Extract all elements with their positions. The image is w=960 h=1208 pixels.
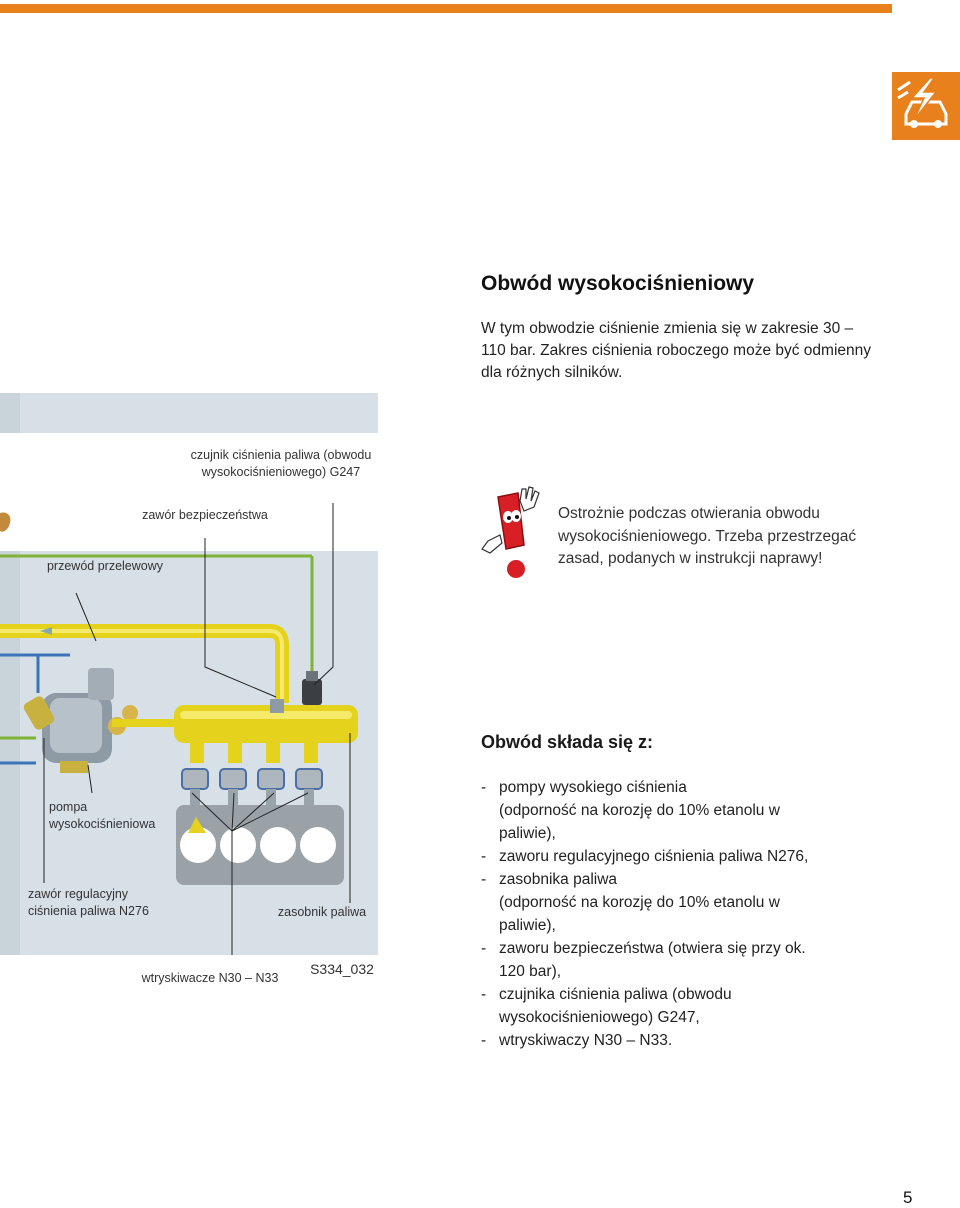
label-fuel-rail: zasobnik paliwa [277, 905, 367, 919]
label-regulating-valve: zawór regulacyjny ciśnienia paliwa N276 [28, 887, 149, 918]
list-item: - zaworu regulacyjnego ciśnienia paliwa … [481, 848, 809, 865]
list-item: - pompy wysokiego ciśnienia (odporność n… [481, 779, 780, 842]
list-item: - zaworu bezpieczeństwa (otwiera się prz… [481, 940, 806, 980]
intro-paragraph: W tym obwodzie ciśnienie zmienia się w z… [481, 320, 872, 381]
list-item: - czujnika ciśnienia paliwa (obwodu wyso… [481, 986, 732, 1026]
warning-hand-icon [472, 483, 552, 583]
warning-text: Ostrożnie podczas otwierania obwodu wyso… [558, 505, 857, 567]
figure-code: S334_032 [310, 961, 374, 977]
label-safety-valve: zawór bezpieczeństwa [142, 508, 268, 522]
label-pressure-sensor: czujnik ciśnienia paliwa (obwodu wysokoc… [190, 448, 372, 479]
list-item: - wtryskiwaczy N30 – N33. [481, 1032, 673, 1049]
components-title: Obwód składa się z: [481, 732, 654, 752]
label-high-pressure-pump: pompa wysokociśnieniowa [49, 800, 156, 831]
label-return-line: przewód przelewowy [46, 559, 164, 573]
header-bar [0, 4, 892, 13]
section-title: Obwód wysokociśnieniowy [481, 272, 755, 295]
high-pressure-circuit-diagram [0, 393, 378, 968]
list-item: - zasobnika paliwa (odporność na korozję… [481, 871, 780, 934]
label-injectors: wtryskiwacze N30 – N33 [141, 971, 279, 985]
page-number: 5 [903, 1188, 913, 1207]
components-list: - pompy wysokiego ciśnienia (odporność n… [481, 776, 941, 1052]
electrical-safety-icon [892, 72, 960, 140]
